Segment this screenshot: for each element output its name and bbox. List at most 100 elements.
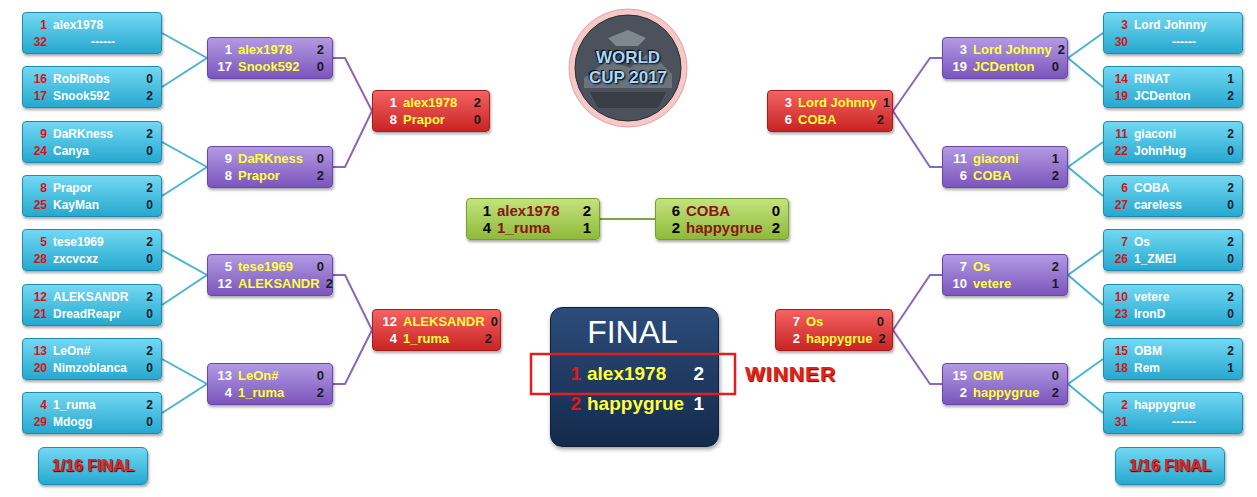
player-row: 12ALEKSANDR2 <box>212 276 324 291</box>
seed-number: 21 <box>27 307 47 321</box>
bracket-connector <box>162 167 207 196</box>
player-row: 10vetere2 <box>1108 290 1234 304</box>
seed-number: 5 <box>212 259 232 274</box>
seed-number: 9 <box>27 127 47 141</box>
seed-number: 6 <box>947 168 967 183</box>
player-name: OBM <box>973 368 1046 383</box>
match-box: 6COBA02happygrue2 <box>655 198 789 240</box>
player-row: 7Os2 <box>1108 235 1234 249</box>
bracket-connector <box>1068 167 1103 196</box>
seed-number: 8 <box>377 112 397 127</box>
bracket-connector <box>162 359 207 384</box>
seed-number: 7 <box>1108 235 1128 249</box>
player-name: happygrue <box>1134 398 1234 412</box>
round-tag: 1/16 FINAL <box>1115 447 1225 485</box>
player-name: alex1978 <box>587 363 687 385</box>
player-name: JCDenton <box>1134 89 1221 103</box>
player-row: 30------ <box>1108 35 1234 49</box>
match-score: 2 <box>1227 127 1234 141</box>
match-score: 0 <box>1227 198 1234 212</box>
match-box: 13LeOn#220Nimzoblanca0 <box>22 338 162 380</box>
seed-number: 2 <box>1108 398 1128 412</box>
player-name: ------ <box>1134 415 1234 429</box>
seed-number: 8 <box>27 181 47 195</box>
seed-number: 4 <box>377 331 397 346</box>
seed-number: 11 <box>1108 127 1128 141</box>
player-row: 19JCDenton2 <box>1108 89 1234 103</box>
player-name: ALEKSANDR <box>53 290 140 304</box>
bracket-connector <box>1068 250 1103 275</box>
round-tag: 1/16 FINAL <box>38 447 148 485</box>
player-name: LeOn# <box>238 368 311 383</box>
player-row: 18Rem1 <box>1108 361 1234 375</box>
logo-scene <box>608 30 646 46</box>
match-score: 2 <box>146 290 153 304</box>
seed-number: 1 <box>27 18 47 32</box>
logo-ring <box>569 9 687 127</box>
bracket-connector <box>162 250 207 275</box>
match-score: 1 <box>883 95 890 110</box>
match-score: 2 <box>485 331 492 346</box>
player-name: Rem <box>1134 361 1221 375</box>
seed-number: 31 <box>1108 415 1128 429</box>
player-row: 6COBA2 <box>772 112 884 127</box>
match-score: 0 <box>146 307 153 321</box>
player-name: RobiRobs <box>53 72 140 86</box>
player-name: IronD <box>1134 307 1221 321</box>
player-row: 2happygrue2 <box>947 385 1059 400</box>
bracket-connector <box>333 330 372 384</box>
match-score: 1 <box>1052 151 1059 166</box>
seed-number: 15 <box>947 368 967 383</box>
seed-number: 6 <box>772 112 792 127</box>
player-name: Mdogg <box>53 415 140 429</box>
player-name: Prapor <box>53 181 140 195</box>
player-row: 41_ruma2 <box>27 398 153 412</box>
final-box: FINAL1alex197822happygrue1 <box>550 307 719 447</box>
player-name: COBA <box>1134 181 1221 195</box>
player-name: DaRKness <box>238 151 311 166</box>
seed-number: 4 <box>27 398 47 412</box>
player-row: 32------ <box>27 35 153 49</box>
match-score: 0 <box>317 259 324 274</box>
player-name: 1_ruma <box>238 385 311 400</box>
seed-number: 1 <box>212 42 232 57</box>
bracket-connector <box>162 142 207 167</box>
bracket-connector <box>333 111 372 167</box>
match-score: 2 <box>317 385 324 400</box>
player-row: 2 happygrue <box>1108 398 1234 412</box>
seed-number: 27 <box>1108 198 1128 212</box>
seed-number: 28 <box>27 252 47 266</box>
match-score: 2 <box>1052 385 1059 400</box>
player-row: 3Lord Johnny2 <box>947 42 1059 57</box>
player-row: 5tese19692 <box>27 235 153 249</box>
match-box: 3Lord Johnny16COBA2 <box>767 90 893 132</box>
player-row: 6COBA2 <box>947 168 1059 183</box>
player-row: 17Snook5922 <box>27 89 153 103</box>
player-name: happygrue <box>686 219 766 236</box>
player-name: giaconi <box>973 151 1046 166</box>
player-name: alex1978 <box>403 95 468 110</box>
bracket-connector <box>600 218 655 220</box>
player-name: COBA <box>973 168 1046 183</box>
player-name: careless <box>1134 198 1221 212</box>
match-score: 1 <box>693 393 704 415</box>
seed-number: 3 <box>947 42 967 57</box>
seed-number: 30 <box>1108 35 1128 49</box>
player-name: JCDenton <box>973 59 1046 74</box>
player-name: happygrue <box>587 393 687 415</box>
player-row: 15OBM2 <box>1108 344 1234 358</box>
seed-number: 10 <box>1108 290 1128 304</box>
match-box: 7Os02happygrue2 <box>775 309 893 351</box>
seed-number: 4 <box>471 219 491 236</box>
player-row: 7Os2 <box>947 259 1059 274</box>
player-name: 1_ruma <box>53 398 140 412</box>
player-name: Prapor <box>403 112 468 127</box>
round-label: 1/16 FINAL <box>52 457 135 475</box>
player-name: Snook592 <box>53 89 140 103</box>
player-name: Canya <box>53 144 140 158</box>
seed-number: 16 <box>27 72 47 86</box>
match-score: 0 <box>772 202 780 219</box>
match-score: 1 <box>1052 276 1059 291</box>
match-score: 0 <box>1052 59 1059 74</box>
match-score: 2 <box>877 112 884 127</box>
